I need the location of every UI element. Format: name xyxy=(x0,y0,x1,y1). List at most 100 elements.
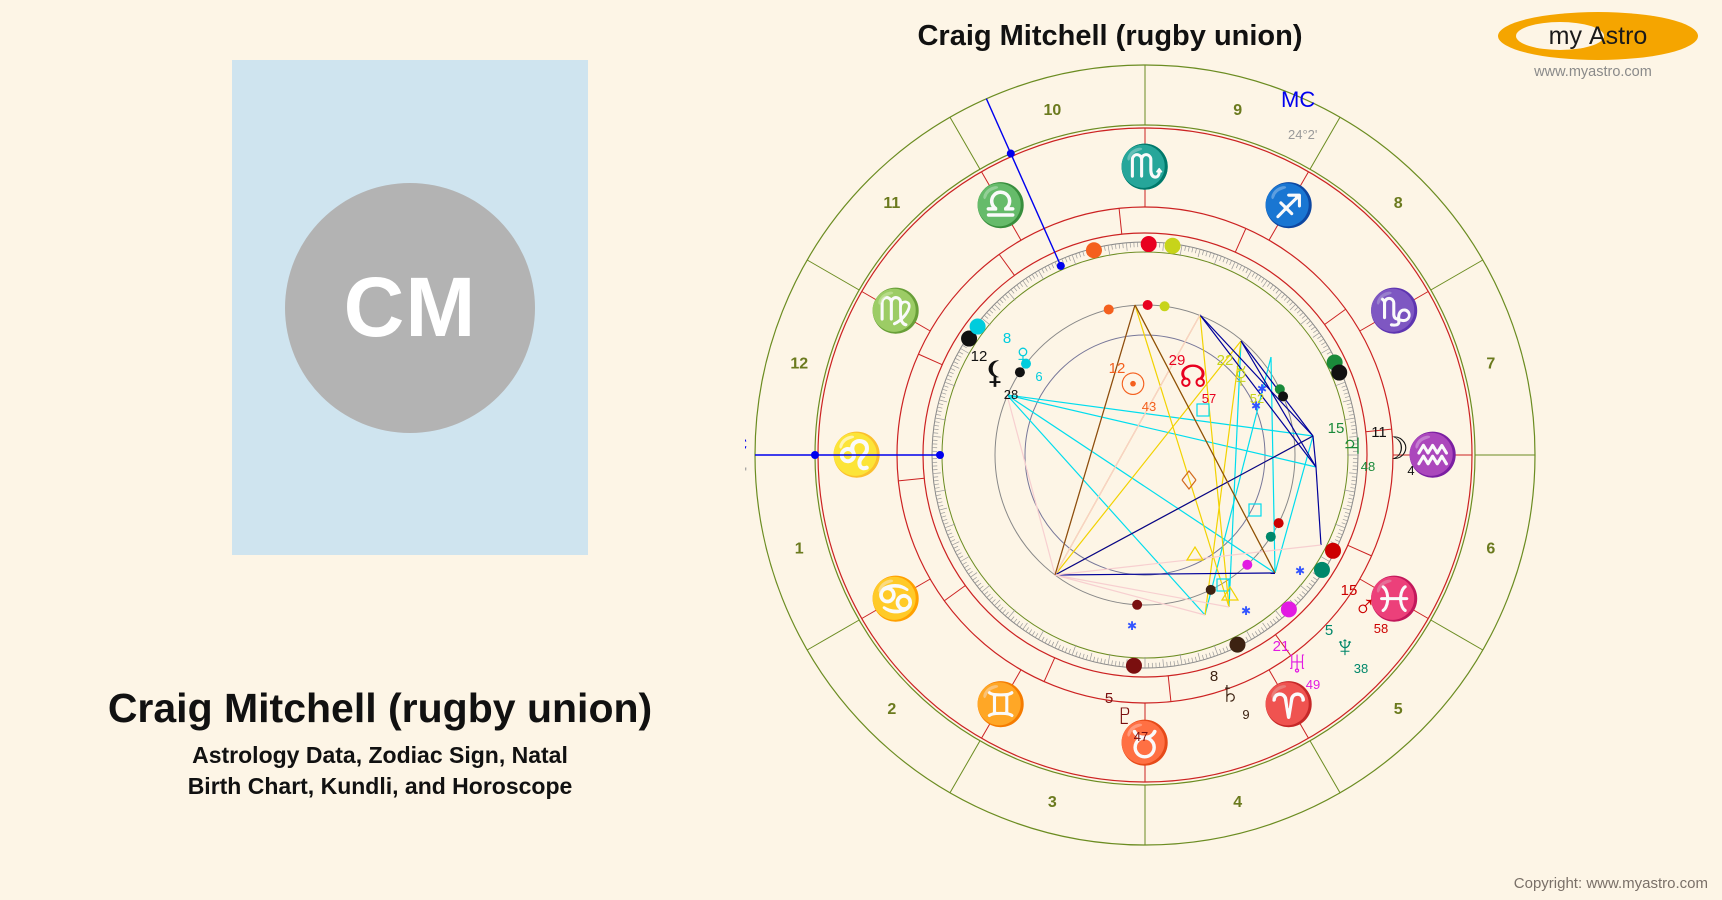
zodiac-glyph-aquarius: ♒ xyxy=(1407,430,1459,479)
outer-house-dividers xyxy=(755,65,1535,845)
mc-degree: 24°2' xyxy=(1288,127,1317,142)
planet-glyph-venus: ♀ xyxy=(1011,337,1034,372)
logo-text-astro: Astro xyxy=(1588,21,1648,50)
planet-pluto[interactable]: ♇5 47 xyxy=(1105,599,1148,744)
aspect-symbol-sextile-3: ✱ xyxy=(1295,564,1305,578)
planet-minute-neptune: 38 xyxy=(1354,661,1368,676)
zodiac-glyph-pisces: ♓ xyxy=(1368,574,1420,623)
planet-minute-sun: 43 xyxy=(1142,399,1156,414)
zodiac-glyph-capricorn: ♑ xyxy=(1368,286,1420,335)
planet-glyph-mars: ♂ xyxy=(1353,589,1376,624)
planet-glyph-neptune: ♆ xyxy=(1333,629,1356,664)
planet-mars[interactable]: ♂15 58 xyxy=(1273,518,1389,636)
planet-minute-north-node: 57 xyxy=(1202,391,1216,406)
planet-degree-moon: 11 xyxy=(1371,424,1387,441)
left-profile-panel: CM Craig Mitchell (rugby union) Astrolog… xyxy=(0,0,760,900)
zodiac-glyph-cancer: ♋ xyxy=(869,574,921,623)
aspect-symbol-sextile-2: ✱ xyxy=(1241,604,1251,618)
planet-glyph-moon: ☽ xyxy=(1381,431,1409,466)
planet-glyph-lilith: ⚸ xyxy=(984,355,1007,390)
planet-uranus[interactable]: ♅21 49 xyxy=(1242,559,1320,692)
planet-glyph-jupiter: ♃ xyxy=(1340,427,1363,462)
planet-minute-saturn: 9 xyxy=(1242,707,1249,722)
planet-minute-uranus: 49 xyxy=(1306,677,1320,692)
house-number-5: 5 xyxy=(1394,701,1403,718)
zodiac-glyph-sagittarius: ♐ xyxy=(1263,181,1315,230)
planet-minute-lilith: 28 xyxy=(1004,387,1018,402)
degree-ring-red xyxy=(922,232,1368,678)
avatar-initials: CM xyxy=(343,260,477,354)
house-number-12: 12 xyxy=(790,355,808,372)
myastro-logo[interactable]: my Astro www.myastro.com xyxy=(1478,8,1708,88)
planet-north-node[interactable]: ☊29 57 xyxy=(1140,236,1217,406)
planet-minute-mercury: 52 xyxy=(1250,391,1264,406)
midheaven-marker xyxy=(985,98,1065,270)
planet-minute-pluto: 47 xyxy=(1134,729,1148,744)
planet-moon[interactable]: ☽11 4 xyxy=(1278,364,1415,478)
house-number-9: 9 xyxy=(1233,102,1242,119)
asc-label: Asc xyxy=(745,430,747,455)
planet-neptune[interactable]: ♆5 38 xyxy=(1265,531,1368,676)
planet-minute-mars: 58 xyxy=(1374,621,1388,636)
aspect-symbol-sextile-4: ✱ xyxy=(1257,382,1267,396)
house-number-2: 2 xyxy=(887,701,896,718)
zodiac-glyph-libra: ♎ xyxy=(975,181,1027,230)
house-ring-red-inner xyxy=(896,206,1394,704)
zodiac-glyph-taurus: ♉ xyxy=(1119,718,1171,767)
aspect-symbol-sextile: ✱ xyxy=(1127,619,1137,633)
planet-degree-mars: 15 xyxy=(1341,582,1358,599)
house-number-1: 1 xyxy=(795,541,804,558)
zodiac-glyph-virgo: ♍ xyxy=(869,286,921,335)
planet-saturn[interactable]: ♄8 9 xyxy=(1205,584,1250,722)
planet-jupiter[interactable]: ♃15 48 xyxy=(1274,354,1375,474)
asc-degree: 12°35' xyxy=(745,464,747,480)
planet-minute-jupiter: 48 xyxy=(1361,459,1375,474)
zodiac-glyph-scorpio: ♏ xyxy=(1119,142,1171,191)
house-number-7: 7 xyxy=(1486,355,1495,372)
planet-glyph-uranus: ♅ xyxy=(1285,645,1308,680)
planet-venus[interactable]: ♀8 6 xyxy=(969,318,1043,384)
chart-heading: Craig Mitchell (rugby union) xyxy=(917,20,1303,52)
planet-degree-jupiter: 15 xyxy=(1328,420,1345,437)
mc-label: MC xyxy=(1281,87,1315,112)
house-number-10: 10 xyxy=(1043,102,1061,119)
logo-text-my: my xyxy=(1548,21,1582,50)
copyright-notice: Copyright: www.myastro.com xyxy=(1513,875,1708,892)
planet-degree-uranus: 21 xyxy=(1273,638,1290,655)
house-number-4: 4 xyxy=(1233,794,1242,811)
zodiac-sign-glyphs: ♌♋♊♉♈♓♒♑♐♏♎♍ xyxy=(831,142,1459,767)
planet-degree-pluto: 5 xyxy=(1105,690,1113,707)
zodiac-glyph-aries: ♈ xyxy=(1263,679,1315,728)
planet-minute-venus: 6 xyxy=(1035,369,1042,384)
house-number-11: 11 xyxy=(883,195,900,212)
planet-minute-moon: 4 xyxy=(1407,463,1414,478)
planet-ring xyxy=(994,304,1296,606)
avatar: CM xyxy=(285,182,535,433)
page-subtitle: Astrology Data, Zodiac Sign, Natal Birth… xyxy=(0,740,760,802)
page-title: Craig Mitchell (rugby union) xyxy=(107,685,653,731)
planet-glyph-pluto: ♇ xyxy=(1113,697,1136,732)
planet-degree-neptune: 5 xyxy=(1325,622,1333,639)
house-number-6: 6 xyxy=(1486,541,1495,558)
house-cusp-lines xyxy=(898,208,1392,702)
aspect-symbol-sextile-5: ✱ xyxy=(1251,399,1261,413)
planet-degree-venus: 8 xyxy=(1003,330,1011,347)
planet-degree-saturn: 8 xyxy=(1210,668,1218,685)
planet-glyph-mercury: ☿ xyxy=(1229,359,1252,394)
house-number-3: 3 xyxy=(1048,794,1057,811)
planet-glyph-saturn: ♄ xyxy=(1218,675,1241,710)
planet-glyph-north-node: ☊ xyxy=(1179,359,1207,394)
degree-scale-inner xyxy=(941,251,1349,659)
logo-wordmark: my Astro xyxy=(1498,12,1698,60)
planet-degree-north-node: 29 xyxy=(1169,352,1186,369)
page-subtitle-line-1: Astrology Data, Zodiac Sign, Natal xyxy=(192,742,568,768)
planet-markers[interactable]: ⚸1228♀86☉1243☊2957☿2252♃1548☽114♂1558♆53… xyxy=(961,236,1415,744)
aspect-lines: ✱ ✱ ✱ ✱ ✱ xyxy=(1006,304,1322,633)
ascendant-marker: Asc 12°35' xyxy=(745,430,944,480)
